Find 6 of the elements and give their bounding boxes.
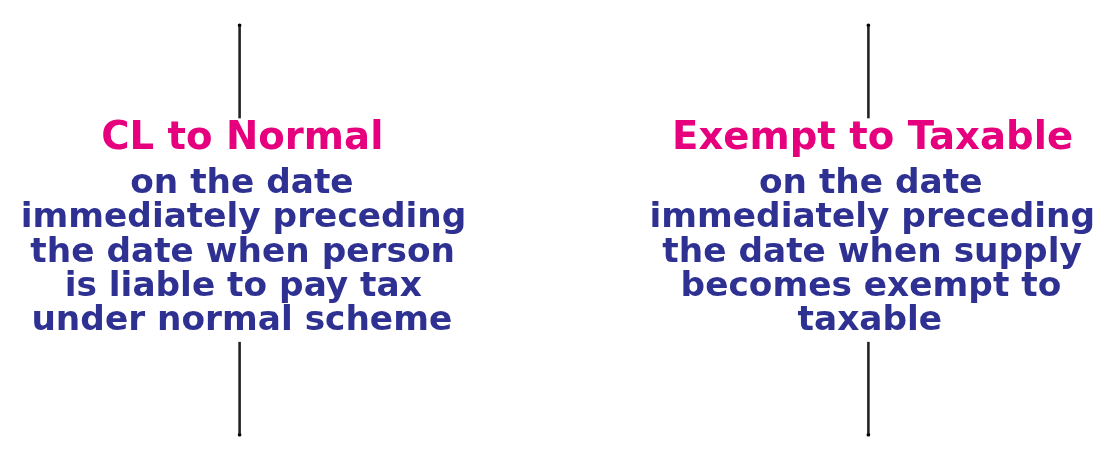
node-text: Exempt to Taxable on the date immediately preceding the date when supply becomes exempt to taxable	[649, 113, 1096, 339]
connector	[238, 26, 241, 119]
connector	[238, 341, 241, 434]
connector	[867, 341, 870, 434]
connector	[867, 26, 870, 119]
node-text: CL to Normal on the date immediately preceding the date when person is liable to pay tax under normal scheme	[20, 113, 467, 339]
